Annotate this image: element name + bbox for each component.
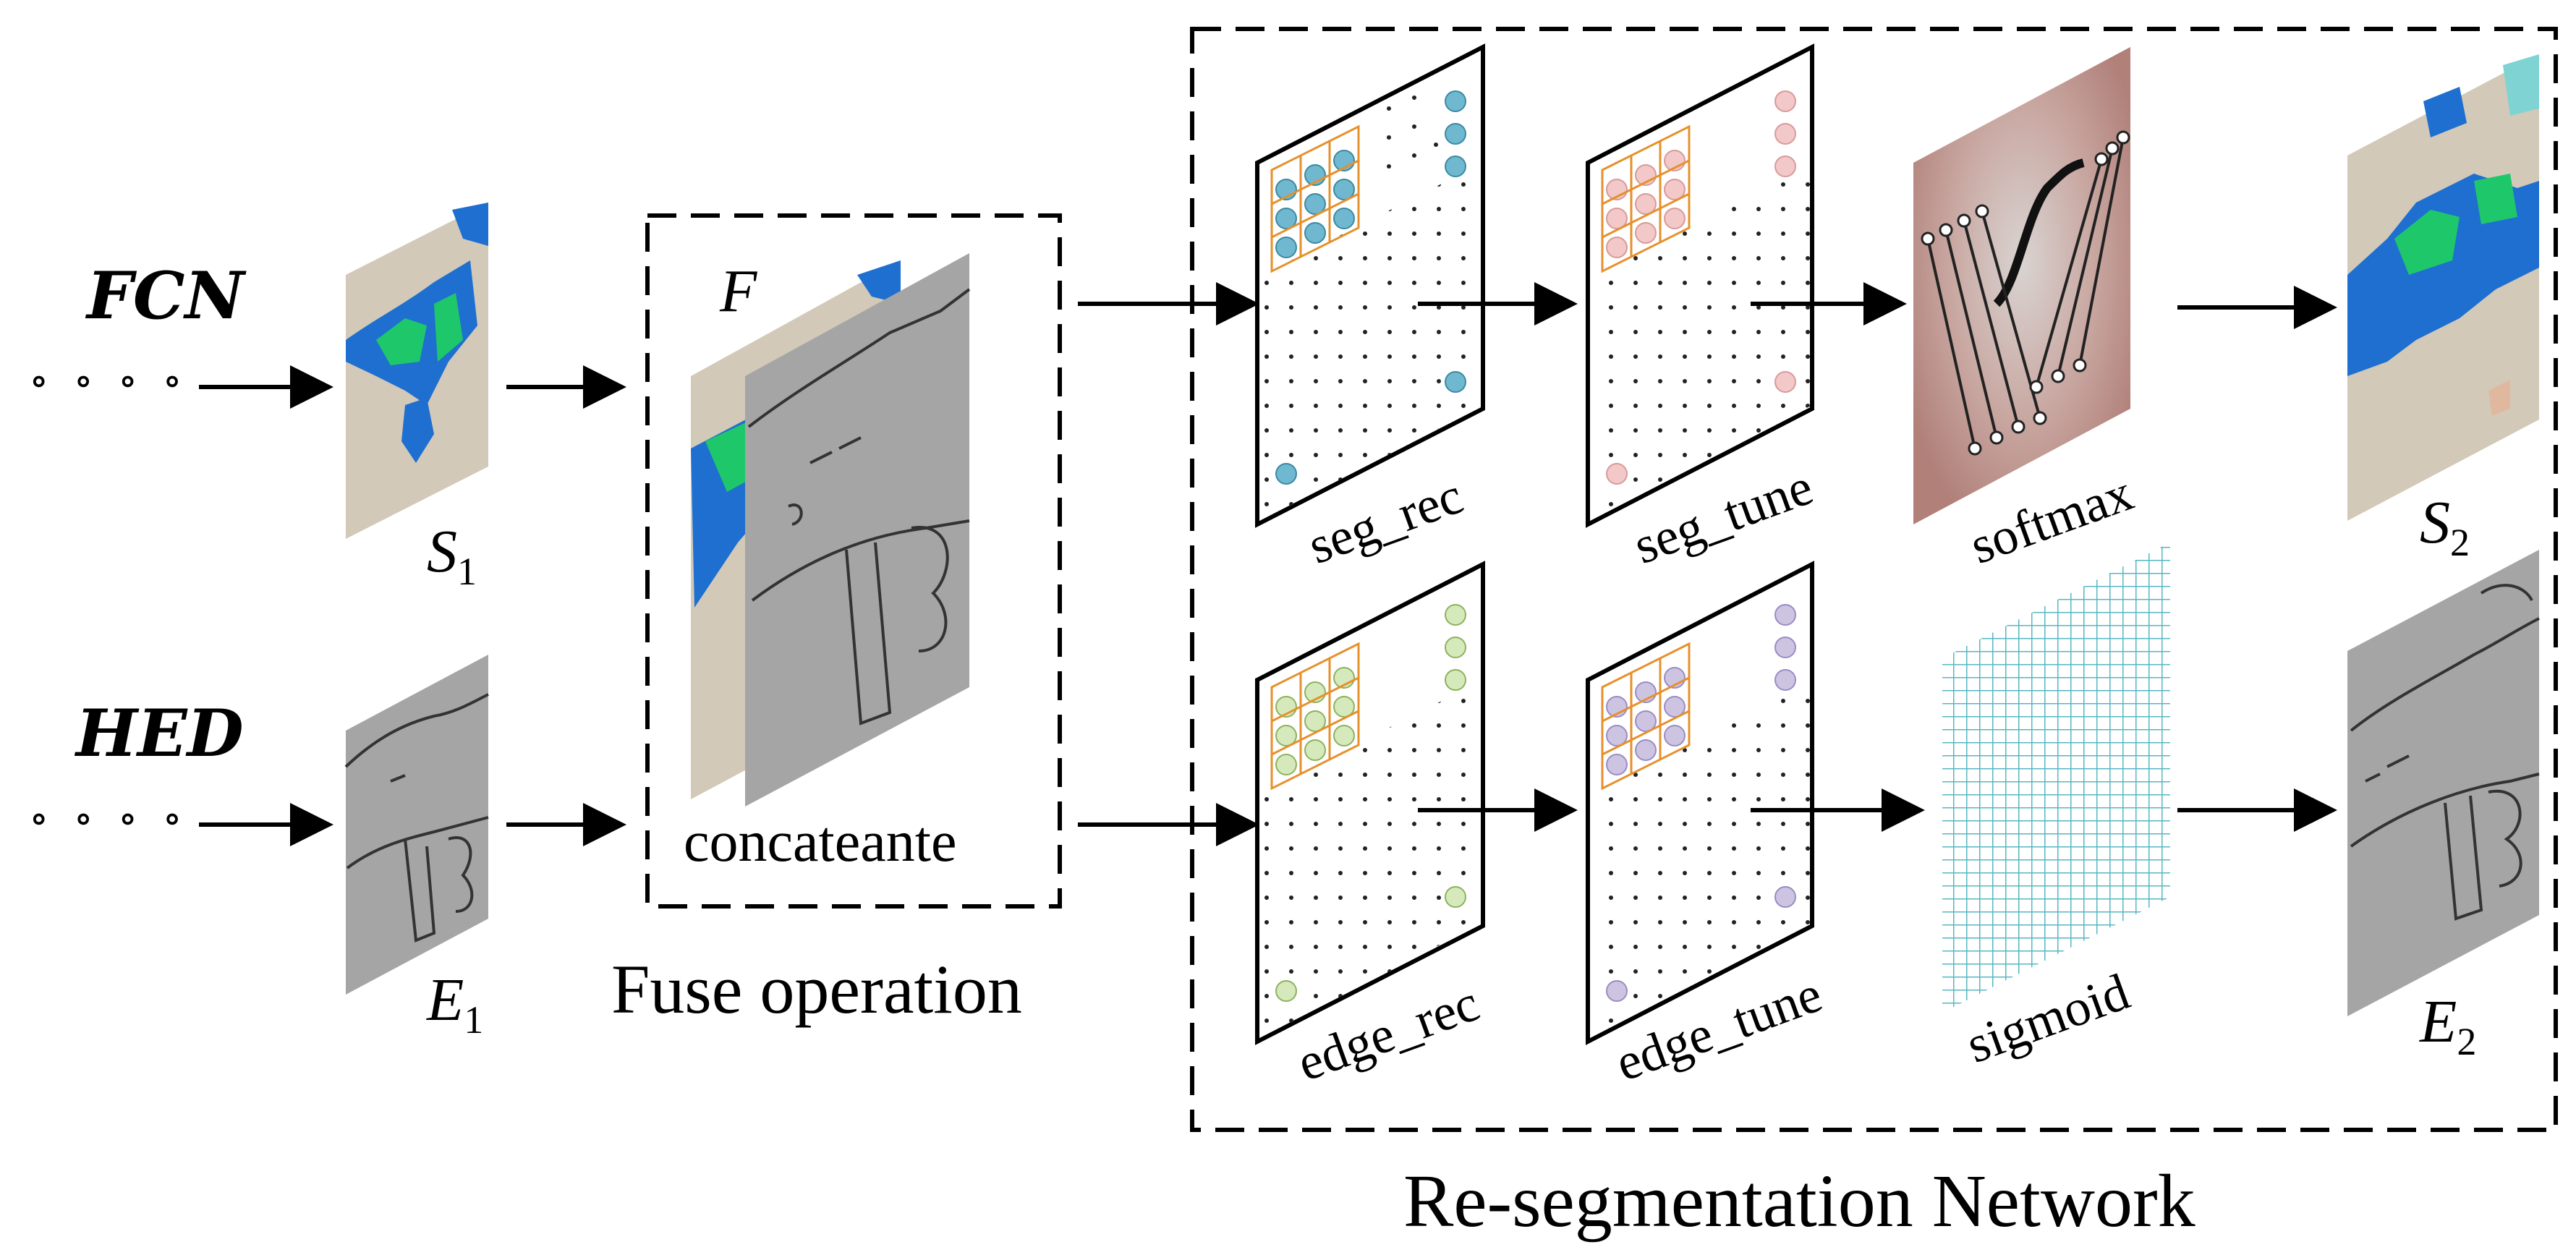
fused-edge-layer [745, 253, 971, 807]
seg-rec-layer [1255, 43, 1485, 528]
e1-edge-map [344, 655, 489, 995]
e2-label: E2 [2419, 988, 2476, 1063]
resegmentation-dashed-box [1190, 27, 2558, 1132]
sigmoid-layer [1942, 543, 2170, 1013]
concatenate-label: concateante [684, 810, 957, 874]
fused-feature-label: F [719, 258, 758, 325]
fcn-label: FCN [85, 258, 247, 334]
resegmentation-caption: Re-segmentation Network [1403, 1160, 2195, 1243]
e1-label: E1 [426, 966, 483, 1042]
s2-label: S2 [2420, 489, 2470, 564]
s1-label: S1 [427, 518, 477, 593]
s2-segmentation-map [2347, 54, 2539, 521]
resegmentation-network-block: Re-segmentation Network seg_rec [1190, 27, 2558, 1243]
hed-ellipsis: ∘ ∘ ∘ ∘ [29, 796, 190, 841]
input-section: FCN HED ∘ ∘ ∘ ∘ ∘ ∘ ∘ ∘ S1 E1 [29, 203, 626, 1042]
seg-tune-layer [1586, 43, 1814, 528]
softmax-layer [1913, 47, 2130, 524]
hed-label: HED [74, 695, 244, 772]
fuse-operation-caption: Fuse operation [611, 950, 1022, 1028]
s1-segmentation-map [346, 203, 488, 539]
edge-tune-layer [1586, 561, 1814, 1045]
fuse-operation-block: F concateante Fuse operation [611, 213, 1259, 1028]
fuse-dashed-box [645, 213, 1062, 909]
e2-edge-map [2347, 550, 2540, 1016]
fcn-ellipsis: ∘ ∘ ∘ ∘ [29, 359, 190, 404]
edge-rec-layer [1255, 561, 1485, 1045]
